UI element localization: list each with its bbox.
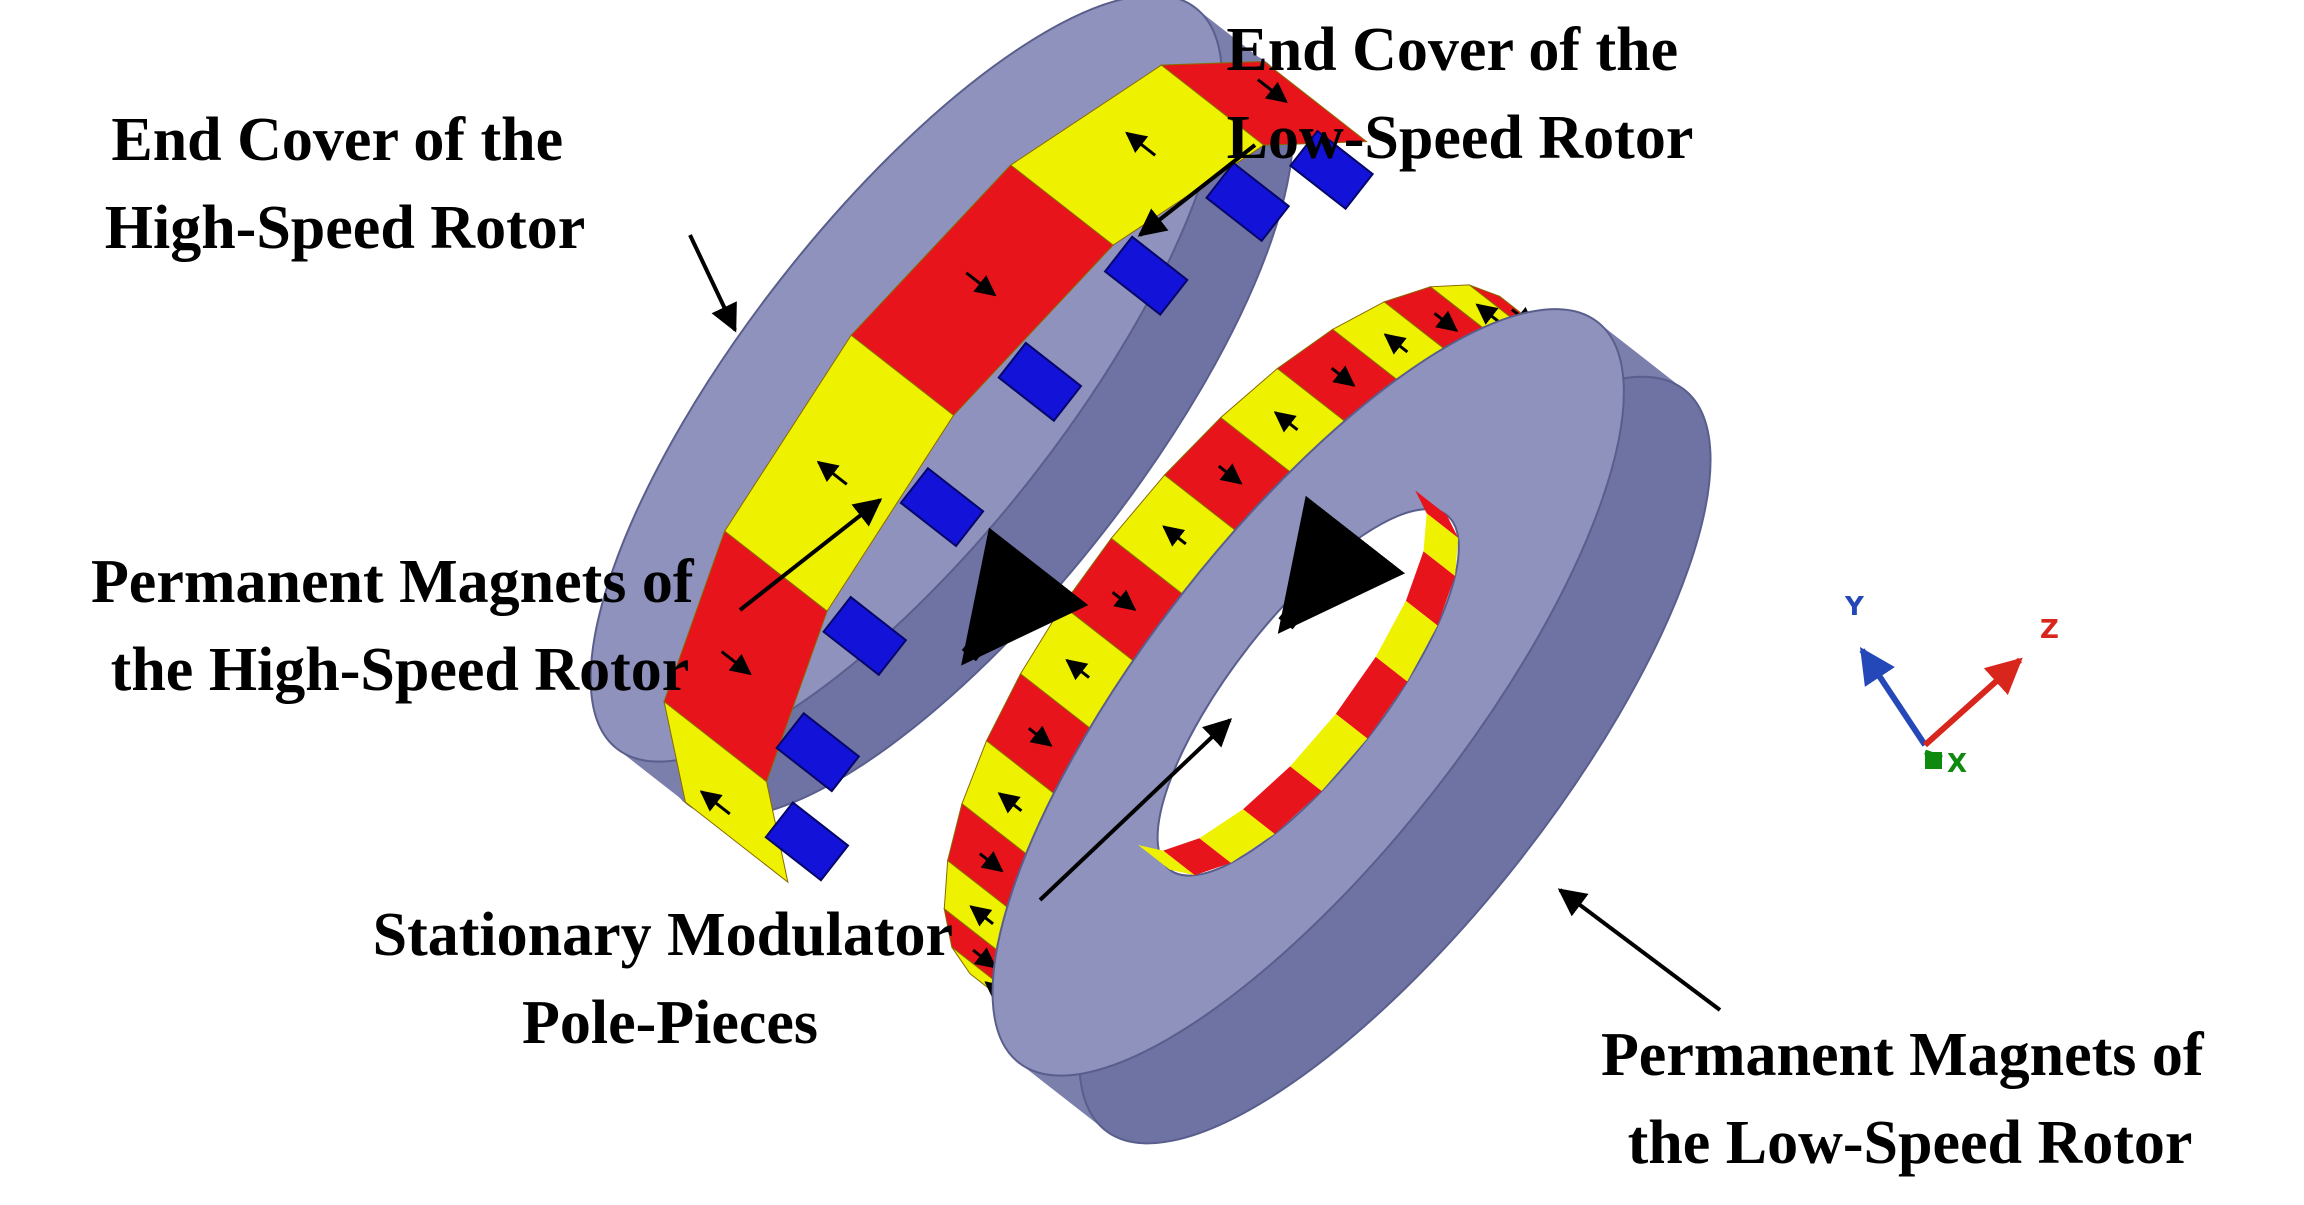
magnetization-arrow-icon: [816, 460, 848, 486]
gear-assembly: [589, 0, 1712, 1145]
magnetization-arrow-icon: [1162, 525, 1187, 547]
modulator-pole-piece: [997, 341, 1083, 423]
label-hs-magnets: Permanent Magnets of the High-Speed Roto…: [91, 548, 709, 704]
magnetization-arrow-icon: [997, 792, 1023, 814]
leader-line-ls-magnets: [1557, 888, 1722, 1012]
x-axis-label: X: [1947, 749, 1967, 779]
magnetization-arrow-icon: [965, 271, 997, 297]
magnetization-arrow-icon: [1217, 463, 1243, 485]
magnetization-arrow-icon: [1111, 589, 1137, 611]
inner-magnet-pole: [1163, 838, 1231, 876]
leader-line-hs-cover: [688, 234, 737, 333]
inner-magnet-view: [1138, 490, 1459, 876]
coordinate-axes: Y Z X: [1844, 592, 2059, 779]
modulator-pole-piece: [764, 801, 850, 882]
inner-magnet-pole: [1335, 656, 1408, 739]
inner-magnet-pole: [1243, 766, 1322, 834]
low-speed-end-cover: [991, 308, 1712, 1145]
magnetization-arrow-icon: [978, 851, 1004, 873]
magnetization-arrow-icon: [1027, 725, 1053, 747]
magnetization-arrow-icon: [1330, 365, 1356, 387]
modulator-pole-piece: [1289, 129, 1375, 211]
z-axis-line: [1922, 657, 2023, 748]
modulator-pole-piece: [1103, 235, 1189, 316]
high-speed-magnet-ring: [663, 61, 1368, 884]
magnetization-arrow-icon: [1433, 310, 1459, 332]
magnetization-arrow-icon: [1383, 333, 1409, 355]
rotation-arrow-icon: [1277, 495, 1406, 634]
y-axis-line: [1859, 646, 1928, 747]
label-ls-magnets: Permanent Magnets of the Low-Speed Rotor: [1601, 1021, 2219, 1177]
y-axis-label: Y: [1844, 592, 1865, 622]
modulator-pole-piece: [775, 711, 861, 793]
modulator-pole-pieces: [764, 129, 1375, 882]
inner-magnet-pole: [1138, 845, 1195, 876]
magnetization-arrow-icon: [1273, 411, 1299, 433]
inner-magnet-pole: [1415, 490, 1459, 538]
inner-magnet-pole: [1199, 809, 1275, 863]
inner-magnet-pole: [1290, 713, 1368, 792]
label-modulator: Stationary Modulator Pole-Pieces: [373, 901, 968, 1057]
inner-magnet-pole: [1405, 551, 1456, 626]
magnetization-arrow-icon: [1125, 131, 1157, 157]
magnetization-arrow-icon: [969, 905, 994, 927]
magnetization-arrow-icon: [699, 790, 731, 816]
leader-line-modulator: [1038, 718, 1233, 902]
z-axis-label: Z: [2040, 615, 2059, 645]
magnetization-arrow-icon: [720, 650, 752, 676]
magnetization-arrow-icon: [1475, 303, 1501, 325]
label-ls-cover: End Cover of the Low-Speed Rotor: [1226, 16, 1693, 172]
modulator-pole-piece: [822, 595, 908, 677]
rotation-arrow-icon: [961, 527, 1089, 666]
leader-line-ls-cover: [1137, 143, 1257, 237]
modulator-pole-piece: [1205, 161, 1291, 243]
label-hs-cover: End Cover of the High-Speed Rotor: [105, 106, 586, 262]
high-speed-pole: [663, 700, 789, 884]
magnetization-arrow-icon: [1256, 78, 1288, 103]
magnetization-arrow-icon: [972, 947, 997, 969]
leader-line-hs-magnets: [738, 498, 883, 612]
inner-magnet-pole: [1375, 600, 1438, 682]
inner-magnet-pole: [1423, 513, 1459, 577]
